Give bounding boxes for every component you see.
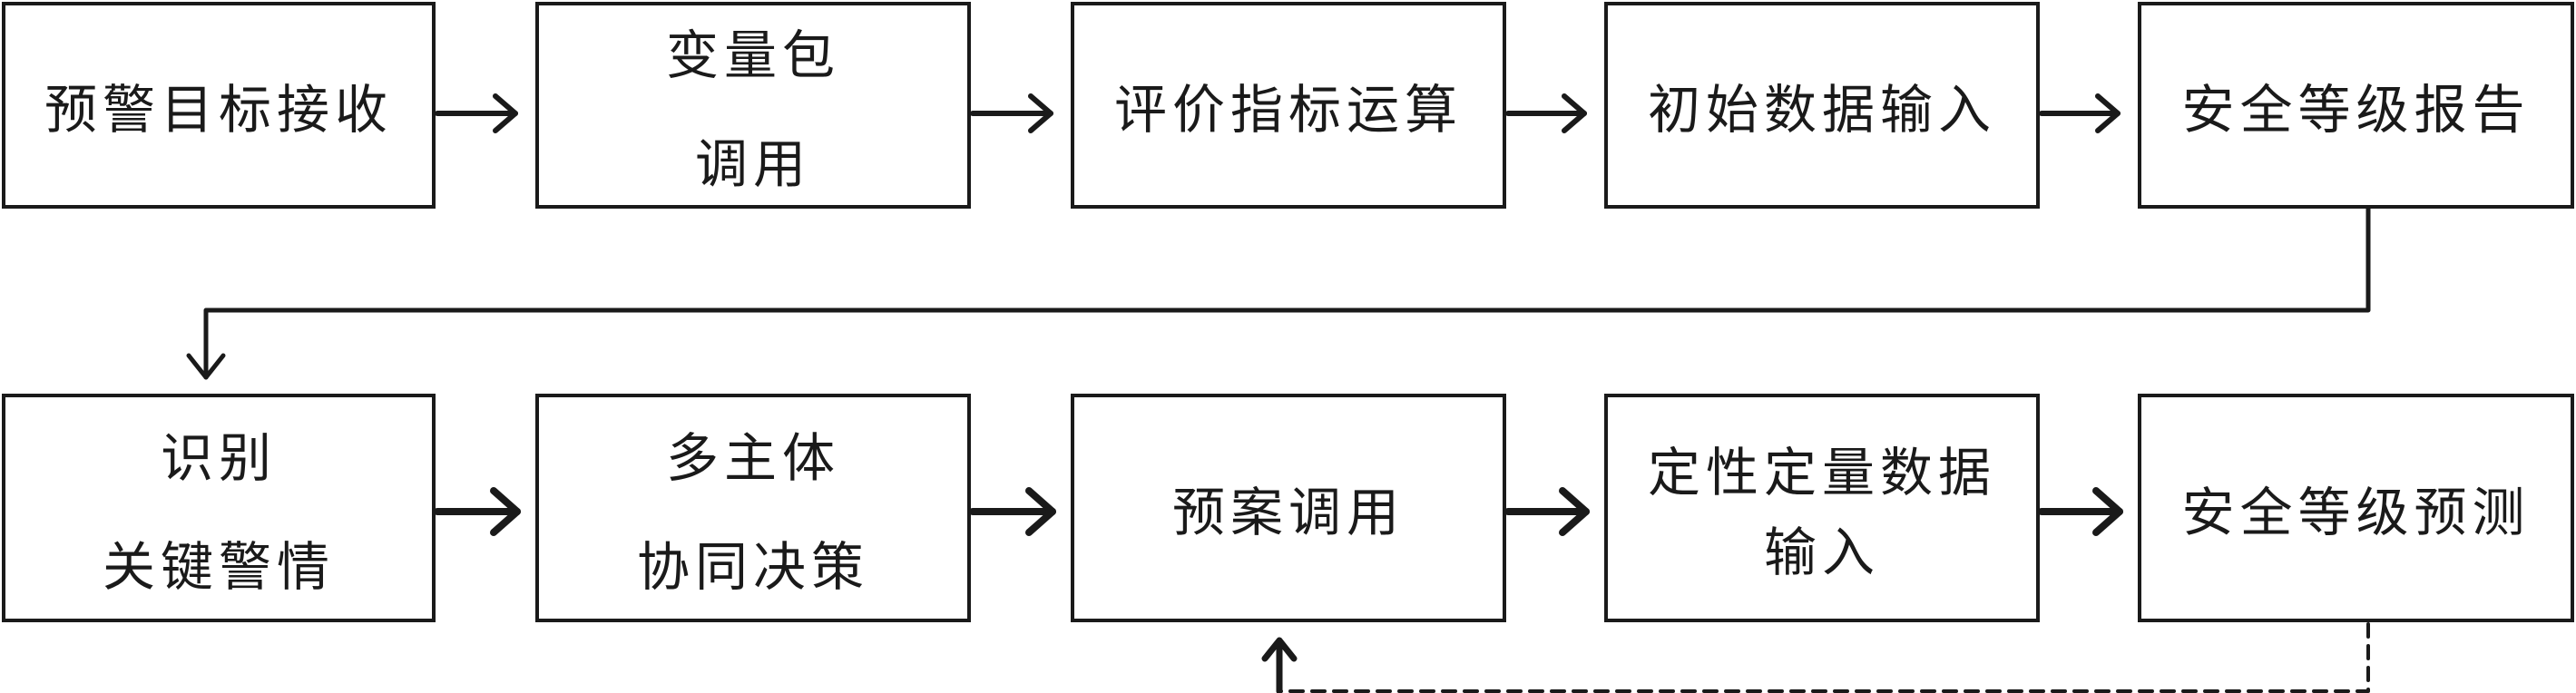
node-label: 多主体	[665, 427, 840, 489]
bold-arrow-right-icon	[2038, 487, 2123, 536]
node-label: 变量包	[665, 24, 840, 86]
node-label: 识别	[160, 427, 277, 489]
node-label: 评价指标运算	[1113, 79, 1463, 141]
node-label: 预案调用	[1171, 482, 1405, 543]
node-warning-target-receive: 预警目标接收	[2, 2, 436, 209]
bold-arrow-right-icon	[969, 487, 1056, 536]
bold-arrow-right-icon	[434, 487, 521, 536]
arrow-right-icon	[970, 93, 1053, 133]
node-label: 关键警情	[102, 536, 335, 598]
bold-arrow-right-icon	[1504, 487, 1590, 536]
node-identify-key-alerts: 识别 关键警情	[2, 394, 436, 622]
arrow-right-icon	[2039, 93, 2121, 133]
node-variable-package-call: 变量包 调用	[535, 2, 971, 209]
node-label: 定性定量数据	[1647, 442, 1996, 503]
node-safety-level-forecast: 安全等级预测	[2138, 394, 2574, 622]
node-label: 安全等级预测	[2181, 482, 2531, 543]
arrow-right-icon	[435, 93, 518, 133]
arrow-right-icon	[1505, 93, 1587, 133]
node-evaluation-index-calc: 评价指标运算	[1071, 2, 1506, 209]
node-label: 调用	[694, 133, 811, 195]
node-safety-level-report: 安全等级报告	[2138, 2, 2574, 209]
node-initial-data-input: 初始数据输入	[1604, 2, 2040, 209]
node-multi-agent-decision: 多主体 协同决策	[535, 394, 971, 622]
node-label: 协同决策	[636, 536, 869, 598]
node-plan-call: 预案调用	[1071, 394, 1506, 622]
node-label: 安全等级报告	[2181, 79, 2531, 141]
node-label: 输入	[1763, 522, 1880, 583]
feedback-dashed-arrow-icon	[1261, 622, 2370, 693]
node-qual-quant-data-input: 定性定量数据 输入	[1604, 394, 2040, 622]
node-label: 初始数据输入	[1647, 79, 1996, 141]
row-link-arrow-icon	[186, 206, 2371, 380]
node-label: 预警目标接收	[44, 79, 393, 141]
